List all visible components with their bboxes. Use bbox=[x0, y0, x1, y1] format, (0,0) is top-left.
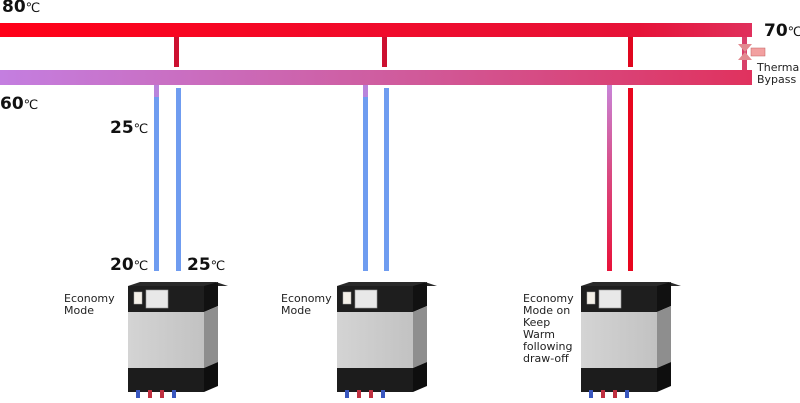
flow-drop-2 bbox=[382, 37, 387, 67]
temp-return-main: 60℃ bbox=[0, 94, 39, 114]
temp-flow-main: 80℃ bbox=[2, 0, 41, 17]
unit3-mode-label: Economy Mode on Keep Warm following draw… bbox=[523, 292, 574, 365]
flow-pipe bbox=[0, 23, 752, 37]
temp-unit1-return-top: 25℃ bbox=[110, 118, 149, 138]
temp-flow-end: 70℃ bbox=[764, 21, 800, 41]
unit2-return-top bbox=[363, 85, 368, 97]
unit1-mode-label: Economy Mode bbox=[64, 292, 115, 317]
unit3-return-pipe bbox=[607, 85, 612, 271]
flow-drop-1 bbox=[174, 37, 179, 67]
boiler-unit-2 bbox=[337, 282, 437, 398]
unit1-return-pipe bbox=[154, 85, 159, 271]
unit2-return-pipe bbox=[363, 85, 368, 271]
thermal-bypass-label: Thermal Bypass bbox=[757, 61, 800, 86]
return-pipe bbox=[0, 70, 752, 85]
boiler-unit-1 bbox=[128, 282, 228, 398]
unit3-flow-pipe bbox=[628, 88, 633, 271]
unit2-mode-label: Economy Mode bbox=[281, 292, 332, 317]
unit1-return-top bbox=[154, 85, 159, 97]
flow-drop-3 bbox=[628, 37, 633, 67]
temp-unit1-in: 20℃ bbox=[110, 255, 149, 275]
unit2-flow-pipe bbox=[384, 88, 389, 271]
temp-unit1-out: 25℃ bbox=[187, 255, 226, 275]
bypass-valve-icon bbox=[738, 44, 766, 60]
boiler-unit-3 bbox=[581, 282, 681, 398]
unit1-flow-pipe bbox=[176, 88, 181, 271]
